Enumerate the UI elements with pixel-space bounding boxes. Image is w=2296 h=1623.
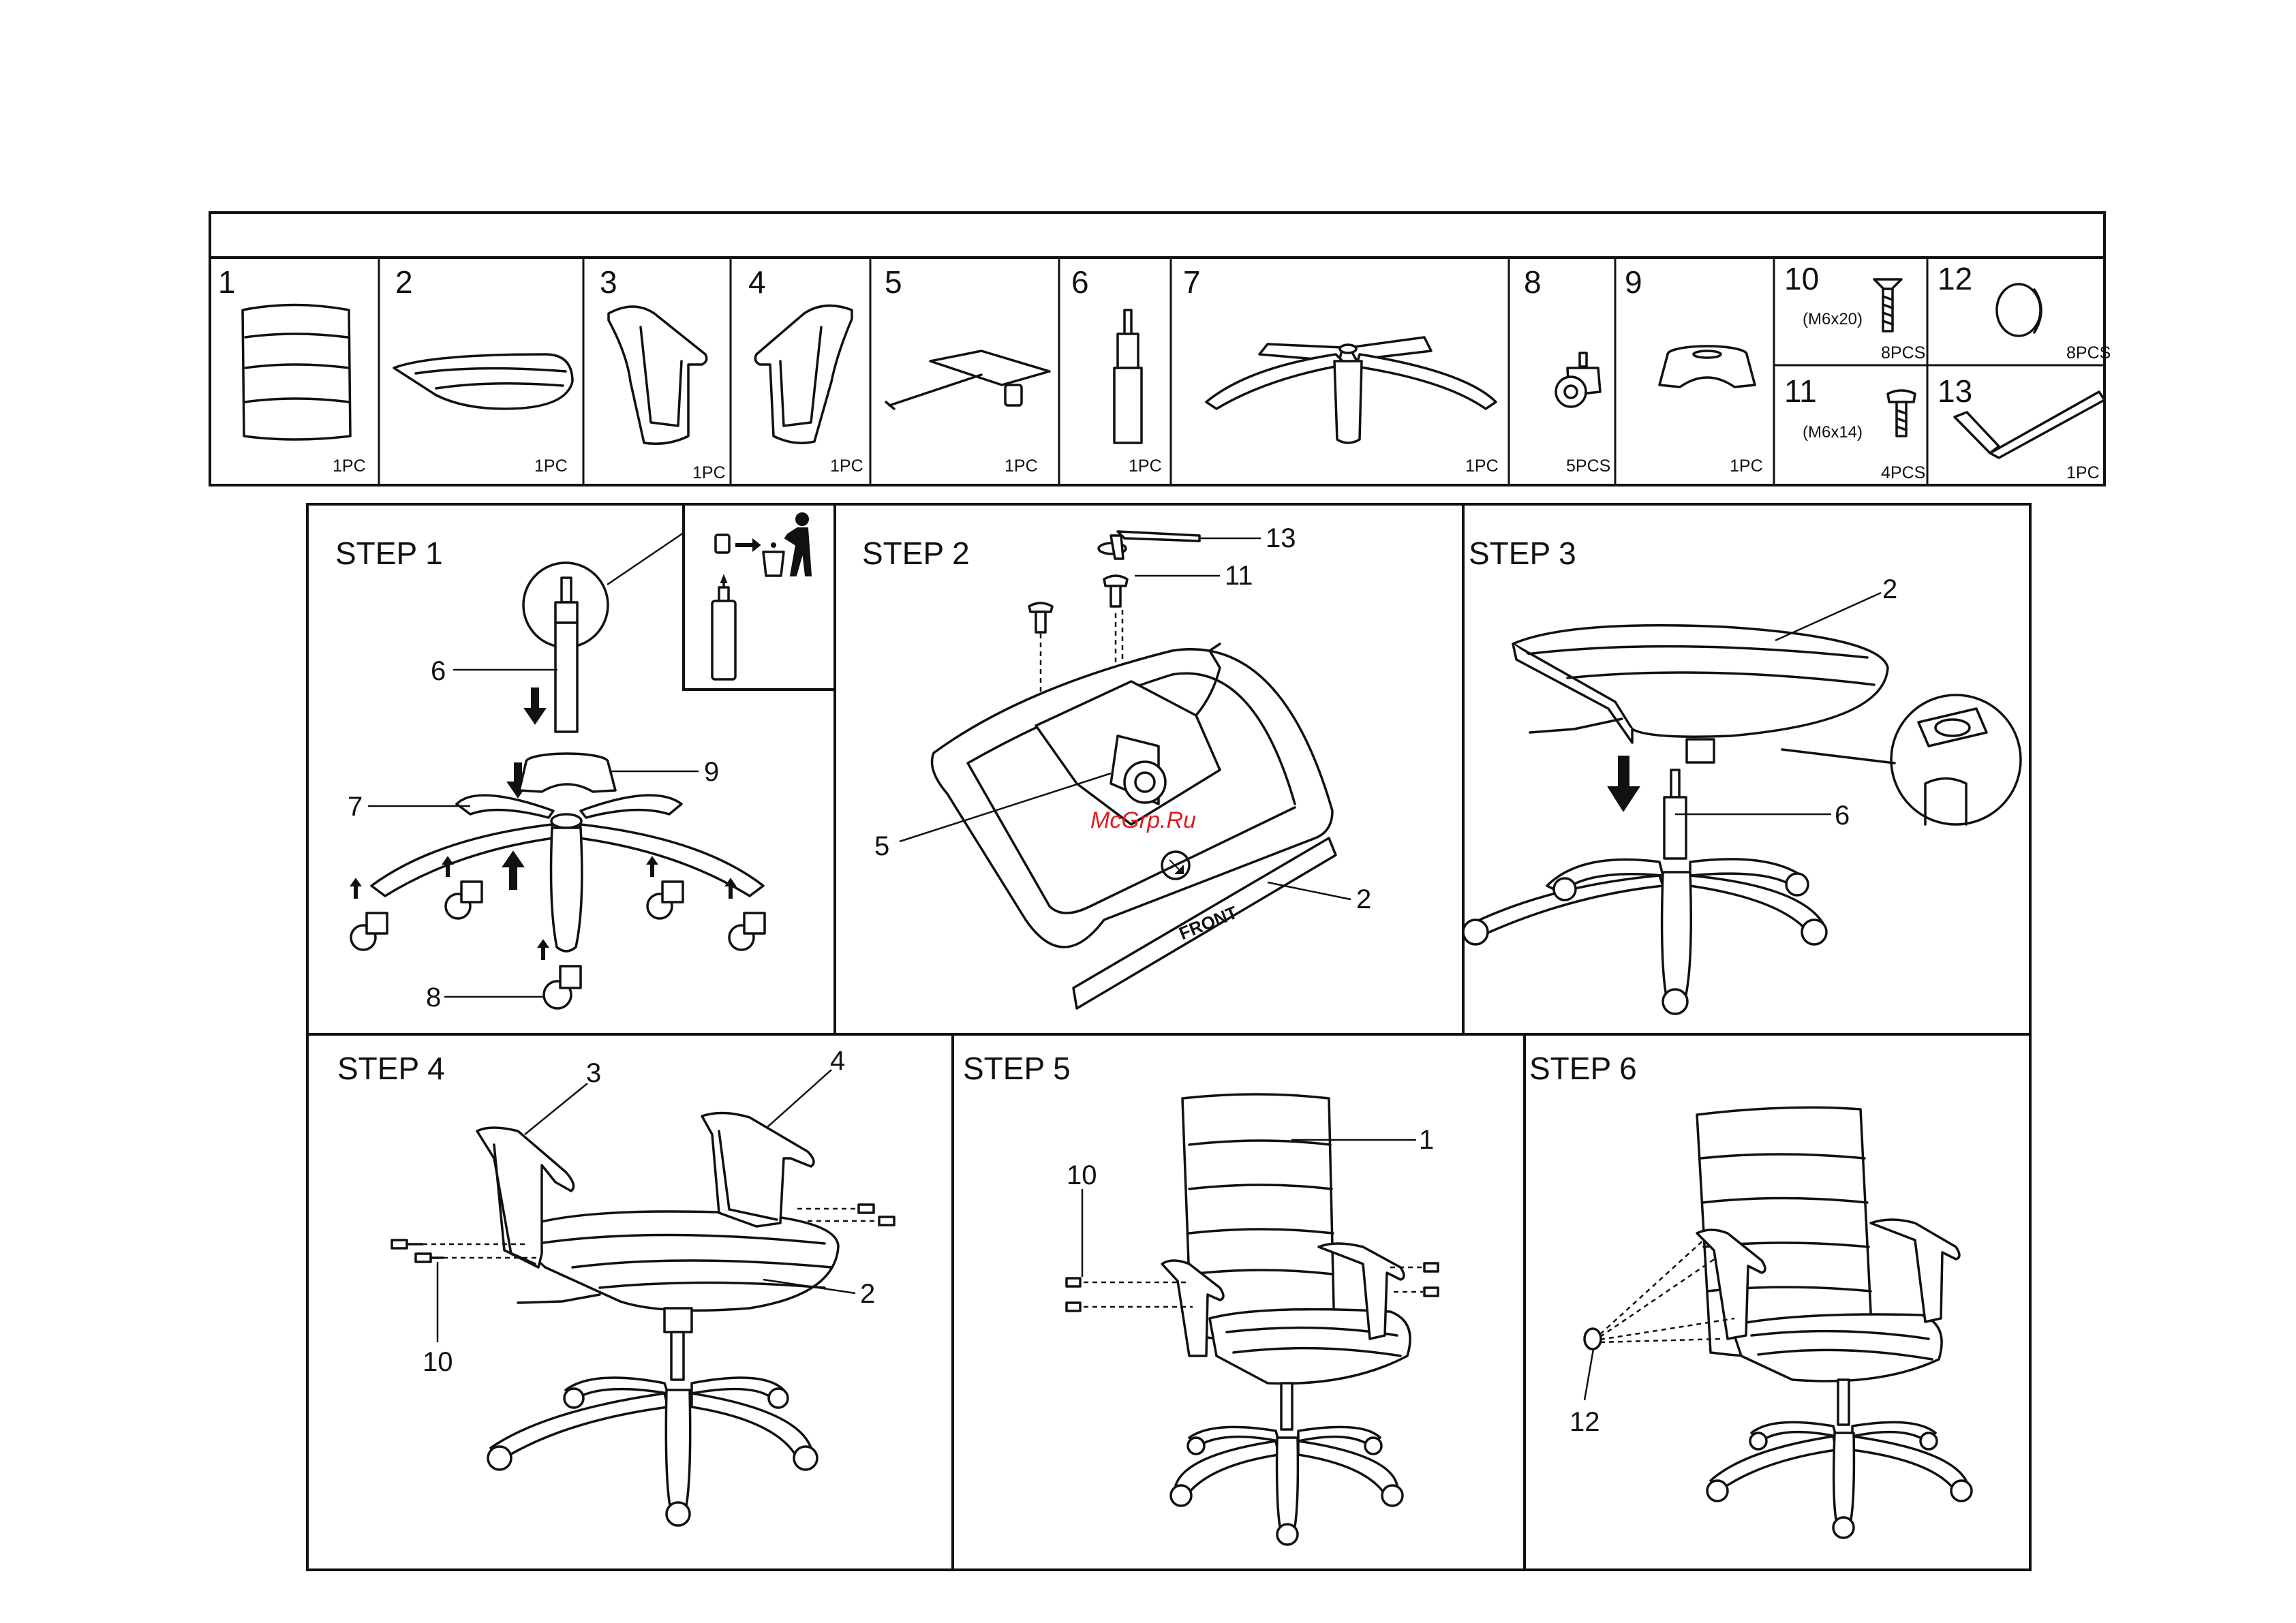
step-1-panel: STEP 1 (335, 504, 835, 1013)
callout: 8 (426, 983, 441, 1013)
parts-table: 1 1PC 2 1PC 3 1PC 4 (210, 213, 2111, 485)
part-quantity: 1PC (534, 457, 568, 476)
part-number: 3 (600, 264, 617, 300)
part-quantity: 8PCS (1881, 343, 1925, 362)
part-number: 5 (885, 264, 902, 300)
five-star-base-part-illustration (1206, 337, 1496, 443)
part-number: 4 (748, 264, 766, 300)
dispose-cap-inset-illustration (712, 513, 811, 679)
step-3-illustration (1463, 625, 2021, 1014)
part-number: 2 (395, 264, 413, 300)
callout: 10 (423, 1347, 453, 1377)
callout: 12 (1570, 1407, 1600, 1437)
part-quantity: 1PC (692, 463, 726, 482)
caster-part-illustration (1556, 353, 1600, 407)
step-1-inset (684, 504, 835, 690)
part-quantity: 1PC (1465, 457, 1499, 476)
step-6-illustration (1585, 1107, 1972, 1538)
part-number: 8 (1524, 264, 1542, 300)
part-8-cell: 8 5PCS (1524, 264, 1610, 476)
part-number: 1 (218, 264, 236, 300)
part-11-cell: 11 (M6x14) 4PCS (1784, 373, 1925, 482)
part-number: 6 (1071, 264, 1089, 300)
part-13-cell: 13 1PC (1938, 373, 2104, 482)
part-5-cell: 5 1PC (885, 264, 1050, 476)
part-6-cell: 6 1PC (1071, 264, 1162, 476)
part-number: 13 (1938, 373, 1972, 409)
part-2-cell: 2 1PC (394, 264, 572, 476)
part-quantity: 4PCS (1881, 463, 1925, 482)
callout: 1 (1419, 1125, 1434, 1155)
part-4-cell: 4 1PC (748, 264, 863, 476)
bolt-m6x14-part-illustration (1888, 390, 1915, 436)
callout: 13 (1266, 523, 1296, 553)
callout: 11 (1225, 561, 1253, 591)
seat-part-illustration (394, 354, 572, 409)
tilt-mechanism-part-illustration (886, 351, 1050, 409)
part-number: 11 (1784, 373, 1817, 409)
part-1-cell: 1 1PC (218, 264, 366, 476)
callout: 3 (586, 1058, 601, 1088)
step-2-panel: STEP 2 (862, 523, 1371, 1008)
step-5-panel: STEP 5 (963, 1051, 1438, 1545)
end-cap-part-illustration (1997, 284, 2041, 336)
callout: 2 (1356, 884, 1371, 914)
part-number: 10 (1784, 261, 1819, 296)
part-quantity: 1PC (2066, 463, 2100, 482)
backrest-part-illustration (243, 305, 350, 440)
part-number: 9 (1625, 264, 1642, 300)
part-quantity: 1PC (1005, 457, 1038, 476)
step-4-panel: STEP 4 (337, 1046, 894, 1526)
step-title: STEP 1 (335, 536, 443, 571)
step-title: STEP 6 (1529, 1051, 1637, 1086)
step-3-panel: STEP 3 (1463, 536, 2021, 1014)
step-title: STEP 3 (1469, 536, 1576, 571)
left-armrest-part-illustration (609, 307, 707, 444)
part-spec: (M6x14) (1803, 423, 1863, 442)
step-title: STEP 2 (862, 536, 970, 571)
part-quantity: 1PC (1730, 457, 1763, 476)
step-title: STEP 4 (337, 1051, 445, 1086)
callout: 6 (431, 656, 446, 686)
step-6-panel: STEP 6 (1529, 1051, 1972, 1538)
part-quantity: 1PC (830, 457, 863, 476)
step-5-illustration (1067, 1094, 1438, 1545)
gas-lift-part-illustration (1114, 310, 1142, 443)
right-armrest-part-illustration (755, 306, 852, 444)
step-title: STEP 5 (963, 1051, 1071, 1086)
step-1-illustration (351, 563, 765, 1008)
part-quantity: 8PCS (2066, 343, 2111, 362)
watermark: McGrp.Ru (1090, 807, 1196, 833)
bolt-m6x20-part-illustration (1874, 279, 1901, 331)
part-7-cell: 7 1PC (1183, 264, 1499, 476)
callout: 2 (1882, 574, 1897, 604)
callout: 7 (348, 792, 363, 822)
part-number: 12 (1938, 261, 1972, 296)
part-10-cell: 10 (M6x20) 8PCS (1784, 261, 1925, 362)
allen-key-part-illustration (1955, 392, 2104, 458)
callout: 6 (1835, 801, 1850, 831)
part-3-cell: 3 1PC (600, 264, 726, 482)
callout: 4 (830, 1046, 845, 1076)
callout: 9 (704, 757, 719, 787)
step-4-illustration (392, 1113, 894, 1526)
parts-table-header (210, 213, 2104, 258)
callout: 2 (860, 1279, 875, 1309)
part-12-cell: 12 8PCS (1938, 261, 2111, 362)
part-9-cell: 9 1PC (1625, 264, 1763, 476)
callout: 5 (874, 831, 889, 861)
part-quantity: 5PCS (1566, 457, 1610, 476)
part-quantity: 1PC (1129, 457, 1162, 476)
base-cover-part-illustration (1659, 346, 1755, 387)
part-spec: (M6x20) (1803, 310, 1863, 328)
part-quantity: 1PC (333, 457, 366, 476)
part-number: 7 (1183, 264, 1201, 300)
step-2-illustration: FRONT McGrp.Ru (932, 531, 1336, 1008)
callout: 10 (1067, 1160, 1097, 1190)
